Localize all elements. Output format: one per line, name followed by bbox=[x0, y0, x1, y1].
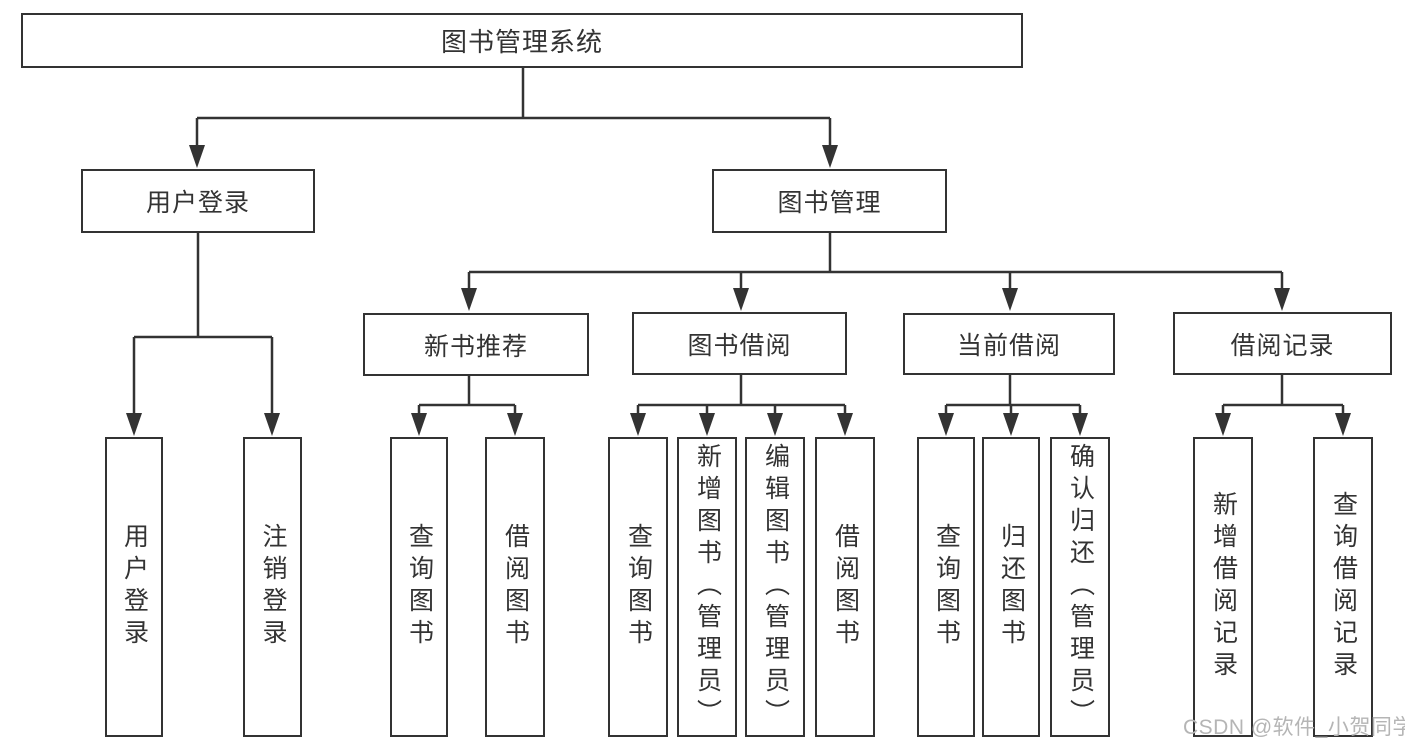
leaf-query-book-a: 查询图书 bbox=[390, 437, 448, 737]
leaf-query-borrow-record-label: 查询借阅记录 bbox=[1329, 491, 1358, 683]
node-borrow-records-label: 借阅记录 bbox=[1230, 331, 1335, 360]
leaf-borrow-book-b-label: 借阅图书 bbox=[831, 523, 860, 651]
leaf-logout-label: 注销登录 bbox=[259, 523, 287, 651]
node-current-borrow-label: 当前借阅 bbox=[956, 332, 1061, 360]
leaf-return-book-label: 归还图书 bbox=[997, 523, 1026, 651]
node-user-login: 用户登录 bbox=[81, 169, 315, 233]
node-book-management: 图书管理 bbox=[712, 169, 947, 233]
leaf-add-book-admin-label: 新增图书（管理员） bbox=[693, 443, 722, 731]
leaf-query-book-b: 查询图书 bbox=[608, 437, 668, 737]
node-current-borrow: 当前借阅 bbox=[903, 313, 1115, 375]
node-new-book-recommend-label: 新书推荐 bbox=[423, 332, 528, 361]
csdn-watermark: CSDN @软件_小贺同学 bbox=[1183, 716, 1405, 739]
node-root: 图书管理系统 bbox=[21, 13, 1023, 68]
node-user-login-label: 用户登录 bbox=[145, 189, 250, 217]
leaf-add-borrow-record: 新增借阅记录 bbox=[1193, 437, 1253, 737]
leaf-query-book-b-label: 查询图书 bbox=[624, 523, 653, 651]
node-book-management-label: 图书管理 bbox=[777, 189, 882, 217]
leaf-borrow-book-b: 借阅图书 bbox=[815, 437, 875, 737]
leaf-query-book-c: 查询图书 bbox=[917, 437, 975, 737]
leaf-user-login: 用户登录 bbox=[105, 437, 163, 737]
leaf-edit-book-admin: 编辑图书（管理员） bbox=[745, 437, 805, 737]
leaf-user-login-label: 用户登录 bbox=[120, 523, 149, 651]
leaf-query-borrow-record: 查询借阅记录 bbox=[1313, 437, 1373, 737]
leaf-edit-book-admin-label: 编辑图书（管理员） bbox=[761, 443, 790, 731]
leaf-confirm-return-admin: 确认归还（管理员） bbox=[1050, 437, 1110, 737]
node-root-label: 图书管理系统 bbox=[440, 27, 603, 57]
node-book-borrow-label: 图书借阅 bbox=[687, 331, 792, 360]
leaf-confirm-return-admin-label: 确认归还（管理员） bbox=[1066, 443, 1095, 731]
node-new-book-recommend: 新书推荐 bbox=[363, 313, 589, 376]
leaf-borrow-book-a: 借阅图书 bbox=[485, 437, 545, 737]
node-book-borrow: 图书借阅 bbox=[632, 312, 847, 375]
leaf-add-book-admin: 新增图书（管理员） bbox=[677, 437, 737, 737]
leaf-borrow-book-a-label: 借阅图书 bbox=[501, 523, 530, 651]
node-borrow-records: 借阅记录 bbox=[1173, 312, 1392, 375]
leaf-query-book-c-label: 查询图书 bbox=[932, 523, 961, 651]
leaf-logout: 注销登录 bbox=[243, 437, 302, 737]
leaf-query-book-a-label: 查询图书 bbox=[405, 523, 434, 651]
leaf-add-borrow-record-label: 新增借阅记录 bbox=[1209, 491, 1238, 683]
leaf-return-book: 归还图书 bbox=[982, 437, 1040, 737]
